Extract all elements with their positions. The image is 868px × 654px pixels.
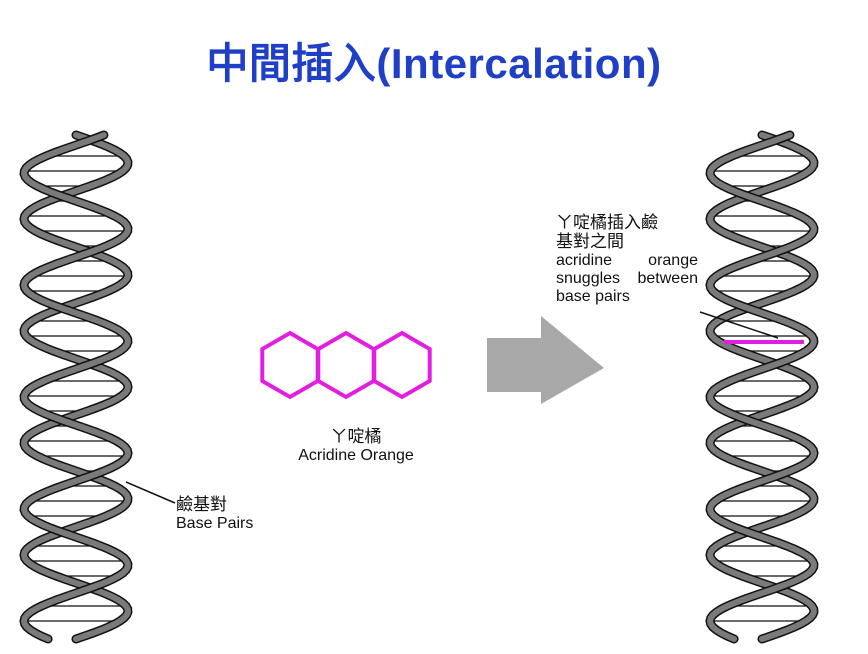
strand-1 (706, 132, 818, 642)
intercalation-label-en-3: base pairs (556, 288, 630, 305)
strand-outline-2 (705, 130, 819, 644)
strand-2 (706, 132, 818, 642)
intercalation-label-zh-1: ㄚ啶橘插入鹼 (556, 213, 658, 233)
hexagon-ring-2 (316, 330, 376, 400)
intercalation-pointer (699, 311, 779, 339)
strand-2 (20, 132, 132, 642)
dna-helix-left (19, 130, 133, 644)
acridine-label-en: Acridine Orange (298, 447, 414, 464)
dna-helix-right (705, 130, 819, 644)
title-chinese: 中間插入 (206, 39, 377, 88)
intercalation-label-zh-2: 基對之間 (556, 232, 624, 252)
process-arrow (487, 316, 604, 404)
acridine-label-zh: ㄚ啶橘 (330, 427, 382, 447)
base-pairs-pointer (125, 481, 176, 504)
base-pairs-label-zh: 鹼基對 (176, 495, 227, 515)
title-english: (Intercalation) (376, 40, 662, 87)
acridine-label: ㄚ啶橘 Acridine Orange (276, 428, 436, 465)
base-pairs-label-en: Base Pairs (176, 515, 254, 532)
hexagon-ring-1 (260, 330, 320, 400)
strand-1 (20, 132, 132, 642)
slide-title: 中間插入(Intercalation) (0, 30, 868, 91)
strand-outline-2 (19, 130, 133, 644)
base-pairs-label: 鹼基對 Base Pairs (176, 496, 276, 533)
intercalation-label-en-1: acridine orange (556, 252, 698, 269)
hexagon-ring-3 (372, 330, 432, 400)
intercalation-label-en-2: snuggles between (556, 270, 698, 287)
intercalation-label: ㄚ啶橘插入鹼 基對之間 acridine orange snuggles bet… (556, 214, 698, 306)
